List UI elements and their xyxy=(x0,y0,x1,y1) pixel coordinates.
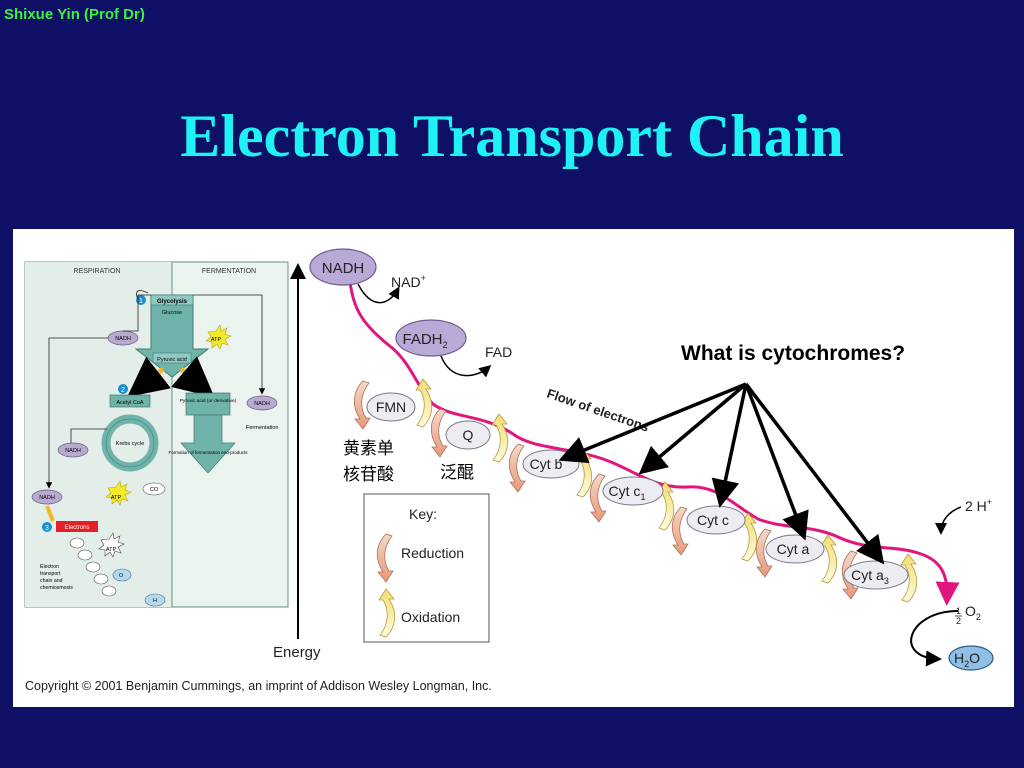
question-arrows xyxy=(558,382,885,565)
svg-text:Cyt a: Cyt a xyxy=(777,541,810,557)
key-title: Key: xyxy=(409,506,437,522)
nadh-label-4: NADH xyxy=(254,401,270,407)
o2-label: O2 xyxy=(965,603,981,622)
pyruvic-derivative-label: Pyruvic acid (or derivative) xyxy=(180,398,237,404)
svg-text:FMN: FMN xyxy=(376,399,406,415)
fmn-chinese-line2: 核苷酸 xyxy=(343,465,394,484)
svg-text:1: 1 xyxy=(956,606,961,616)
acetyl-coa-label: Acetyl CoA xyxy=(116,400,144,406)
glycolysis-label: Glycolysis xyxy=(157,299,188,305)
atp-label-2: ATP xyxy=(111,495,122,501)
fmn-carrier xyxy=(366,392,416,422)
svg-text:NADH: NADH xyxy=(322,260,365,277)
overview-panel: RESPIRATION FERMENTATION Glycolysis Gluc… xyxy=(24,261,289,608)
electrons-label: Electrons xyxy=(64,525,89,531)
respiration-header: RESPIRATION xyxy=(74,268,121,275)
atp-label-1: ATP xyxy=(211,337,222,343)
copyright-text: Copyright © 2001 Benjamin Cummings, an i… xyxy=(25,679,492,693)
svg-text:H2O: H2O xyxy=(954,650,980,669)
step-3-badge: 3 xyxy=(45,525,49,532)
etc-figure: RESPIRATION FERMENTATION Glycolysis Gluc… xyxy=(13,229,1014,707)
svg-text:Cyt a3: Cyt a3 xyxy=(851,567,889,586)
author-label: Shixue Yin (Prof Dr) xyxy=(4,6,145,23)
step-2-badge: 2 xyxy=(121,387,125,394)
h2o-product xyxy=(948,645,994,671)
fmn-chinese-line1: 黄素单 xyxy=(343,439,394,458)
slide-title: Electron Transport Chain xyxy=(180,103,844,169)
cytochromes-question: What is cytochromes? xyxy=(681,342,906,365)
cyt-b-label: Cyt b xyxy=(530,456,563,472)
co2-label: CO xyxy=(150,487,159,493)
key-box: Key: Reduction Oxidation xyxy=(363,493,490,643)
energy-label: Energy xyxy=(273,644,321,661)
nad-plus-label: NAD+ xyxy=(391,273,426,290)
key-reduction: Reduction xyxy=(401,545,464,561)
fermentation-label: Fermentation xyxy=(246,425,278,431)
formation-label: Formation of fermentation end-products xyxy=(168,450,248,455)
h2o-mini-label: H xyxy=(153,598,157,604)
q-carrier xyxy=(445,420,491,450)
nadh-label-3: NADH xyxy=(39,495,55,501)
key-oxidation: Oxidation xyxy=(401,609,460,625)
pyruvic-label: Pyruvic acid xyxy=(157,357,187,363)
svg-text:FADH2: FADH2 xyxy=(402,331,447,350)
step-1-badge: 1 xyxy=(139,298,143,305)
nadh-label-2: NADH xyxy=(65,448,81,454)
fermentation-header: FERMENTATION xyxy=(202,268,256,275)
fad-label: FAD xyxy=(485,344,512,360)
fadh2-carrier xyxy=(395,319,467,357)
q-chinese: 泛醌 xyxy=(440,463,474,482)
atp-label-3: ATP xyxy=(106,547,117,553)
cyt-c1-carrier xyxy=(602,476,664,506)
krebs-label: Krebs cycle xyxy=(116,441,144,447)
nadh-carrier xyxy=(309,248,377,286)
svg-text:Cyt c1: Cyt c1 xyxy=(609,483,646,502)
svg-text:Cyt c: Cyt c xyxy=(697,512,729,528)
svg-text:2: 2 xyxy=(956,616,961,626)
flow-of-electrons-label: Flow of electrons xyxy=(545,386,651,435)
nadh-label-1: NADH xyxy=(115,336,131,342)
two-h-plus-label: 2 H+ xyxy=(965,497,992,514)
o2-mini-label: O xyxy=(119,573,124,579)
glucose-label: Glucose xyxy=(162,310,182,316)
svg-text:Q: Q xyxy=(463,427,474,443)
etc-diagram: RESPIRATION FERMENTATION Glycolysis Gluc… xyxy=(24,248,994,671)
